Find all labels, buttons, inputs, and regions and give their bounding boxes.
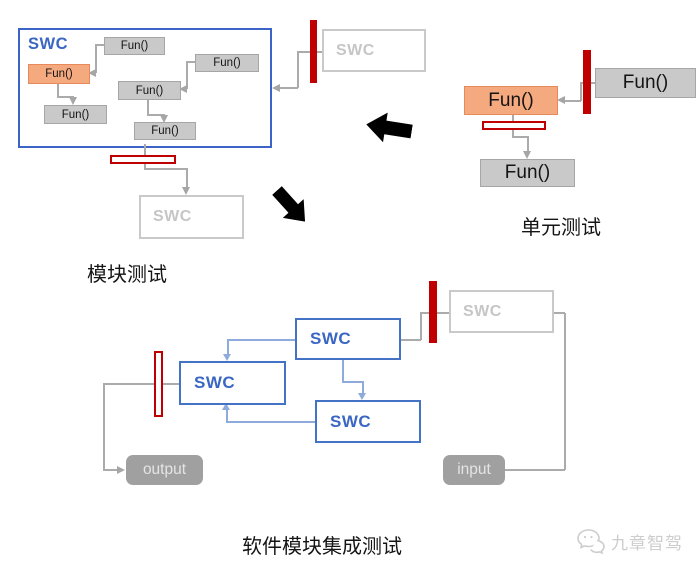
connector-segment — [512, 136, 528, 138]
watermark-brand: 九章智驾 — [611, 529, 683, 554]
caption-module-test: 模块测试 — [87, 258, 167, 287]
arrowhead-down-icon — [358, 393, 366, 400]
arrowhead-left-icon — [272, 84, 280, 92]
arrowhead-right-icon — [117, 466, 125, 474]
wechat-bubbles-icon — [576, 528, 606, 554]
input-pill: input — [443, 455, 505, 485]
arrowhead-left-icon — [557, 96, 565, 104]
fun-box: Fun() — [134, 122, 196, 140]
fun-box-highlighted: Fun() — [464, 86, 558, 115]
fun-box: Fun() — [118, 81, 181, 100]
fun-box: Fun() — [195, 54, 259, 72]
connector-segment — [186, 168, 188, 188]
module-swc-title: SWC — [28, 35, 68, 54]
caption-integration-test: 软件模块集成测试 — [242, 530, 402, 559]
fun-box: Fun() — [44, 105, 107, 124]
swc-box: SWC — [179, 361, 286, 405]
arrowhead-down-icon — [223, 354, 231, 361]
test-stub-bar — [429, 281, 437, 343]
swc-stub-box: SWC — [449, 290, 554, 333]
connector-segment — [420, 312, 422, 340]
fun-box: Fun() — [595, 68, 696, 98]
connector-segment-blue — [226, 421, 315, 423]
fun-box-highlighted: Fun() — [28, 64, 90, 84]
fun-box: Fun() — [104, 37, 165, 55]
connector-segment — [144, 168, 187, 170]
swc-stub-box: SWC — [139, 195, 244, 239]
connector-segment — [280, 87, 298, 89]
connector-segment-blue — [227, 339, 229, 354]
connector-segment — [103, 383, 105, 470]
connector-segment — [103, 469, 118, 471]
test-stub-bar — [310, 20, 317, 83]
connector-segment — [527, 136, 529, 152]
connector-segment — [580, 82, 582, 101]
flow-arrow-down-right-icon — [267, 181, 316, 231]
test-stub-bar — [583, 50, 591, 114]
test-point-bar-vertical — [154, 351, 163, 417]
watermark: 九章智驾 — [576, 528, 683, 554]
fun-box: Fun() — [480, 159, 575, 187]
connector-segment-blue — [342, 359, 344, 382]
connector-segment — [103, 383, 179, 385]
connector-segment-blue — [226, 410, 228, 422]
test-point-bar — [482, 121, 546, 130]
connector-segment — [564, 313, 566, 470]
connector-segment — [565, 100, 581, 102]
swc-box: SWC — [295, 318, 401, 360]
output-pill: output — [126, 455, 203, 485]
arrowhead-down-icon — [523, 151, 531, 159]
connector-segment — [505, 469, 565, 471]
connector-segment-blue — [342, 381, 363, 383]
flow-arrow-left-icon — [364, 110, 414, 147]
connector-segment-blue — [227, 339, 295, 341]
connector-segment — [297, 51, 299, 88]
caption-unit-test: 单元测试 — [521, 211, 601, 240]
arrowhead-down-icon — [182, 187, 190, 195]
swc-box: SWC — [315, 400, 421, 443]
test-point-bar — [110, 155, 176, 164]
swc-stub-box: SWC — [322, 29, 426, 72]
